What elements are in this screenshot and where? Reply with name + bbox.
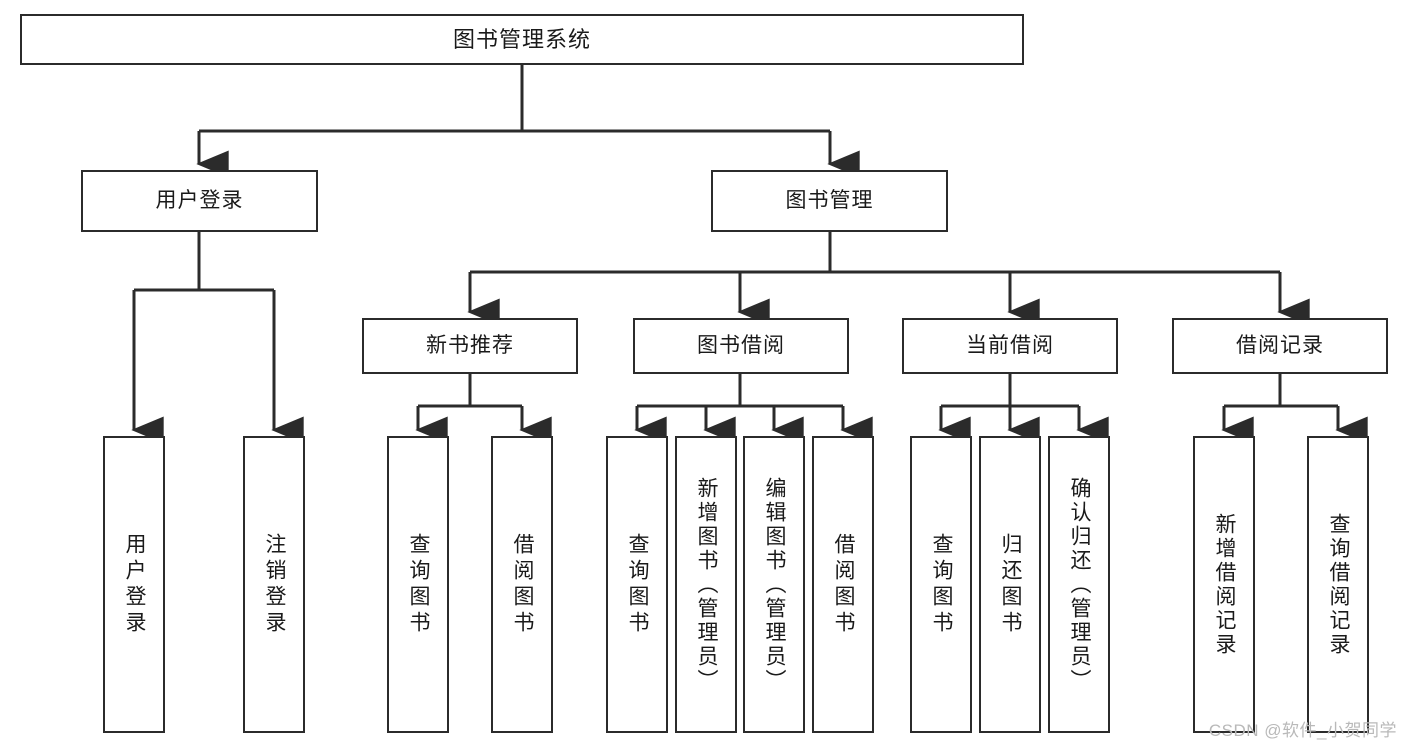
node-leaf-borrow-book-1[interactable]: 借阅图书 (491, 436, 553, 733)
node-label: 查询图书 (930, 532, 954, 637)
node-leaf-edit-book[interactable]: 编辑图书（管理员） (743, 436, 805, 733)
node-label: 用户登录 (155, 188, 244, 212)
node-leaf-return-book[interactable]: 归还图书 (979, 436, 1041, 733)
node-leaf-query-book-3[interactable]: 查询图书 (910, 436, 972, 733)
node-label: 查询借阅记录 (1327, 512, 1351, 657)
node-label: 新增借阅记录 (1213, 512, 1237, 657)
node-label: 当前借阅 (966, 333, 1054, 357)
node-label: 查询图书 (407, 532, 431, 637)
node-label: 用户登录 (123, 532, 147, 637)
node-new-book-recommend[interactable]: 新书推荐 (362, 318, 578, 374)
node-leaf-add-record[interactable]: 新增借阅记录 (1193, 436, 1255, 733)
node-label: 新增图书（管理员） (695, 476, 719, 693)
node-user-login[interactable]: 用户登录 (81, 170, 318, 232)
node-leaf-user-login[interactable]: 用户登录 (103, 436, 165, 733)
node-label: 图书管理 (785, 188, 874, 212)
node-label: 借阅图书 (511, 532, 535, 637)
node-leaf-query-record[interactable]: 查询借阅记录 (1307, 436, 1369, 733)
node-label: 图书借阅 (697, 333, 785, 357)
node-book-borrow[interactable]: 图书借阅 (633, 318, 849, 374)
node-label: 借阅图书 (832, 532, 856, 637)
node-leaf-query-book-1[interactable]: 查询图书 (387, 436, 449, 733)
node-leaf-query-book-2[interactable]: 查询图书 (606, 436, 668, 733)
node-leaf-borrow-book-2[interactable]: 借阅图书 (812, 436, 874, 733)
node-label: 借阅记录 (1236, 333, 1324, 357)
node-label: 图书管理系统 (452, 26, 591, 52)
node-leaf-add-book[interactable]: 新增图书（管理员） (675, 436, 737, 733)
node-current-borrow[interactable]: 当前借阅 (902, 318, 1118, 374)
node-label: 编辑图书（管理员） (763, 476, 787, 693)
node-leaf-user-logout[interactable]: 注销登录 (243, 436, 305, 733)
node-label: 归还图书 (999, 532, 1023, 637)
node-label: 注销登录 (263, 532, 287, 637)
node-borrow-record[interactable]: 借阅记录 (1172, 318, 1388, 374)
node-label: 新书推荐 (426, 333, 514, 357)
watermark: CSDN @软件_小贺同学 (1208, 721, 1397, 740)
node-book-management[interactable]: 图书管理 (711, 170, 948, 232)
node-label: 确认归还（管理员） (1068, 476, 1092, 693)
node-label: 查询图书 (626, 532, 650, 637)
node-leaf-confirm-return[interactable]: 确认归还（管理员） (1048, 436, 1110, 733)
node-root-system[interactable]: 图书管理系统 (20, 14, 1024, 65)
